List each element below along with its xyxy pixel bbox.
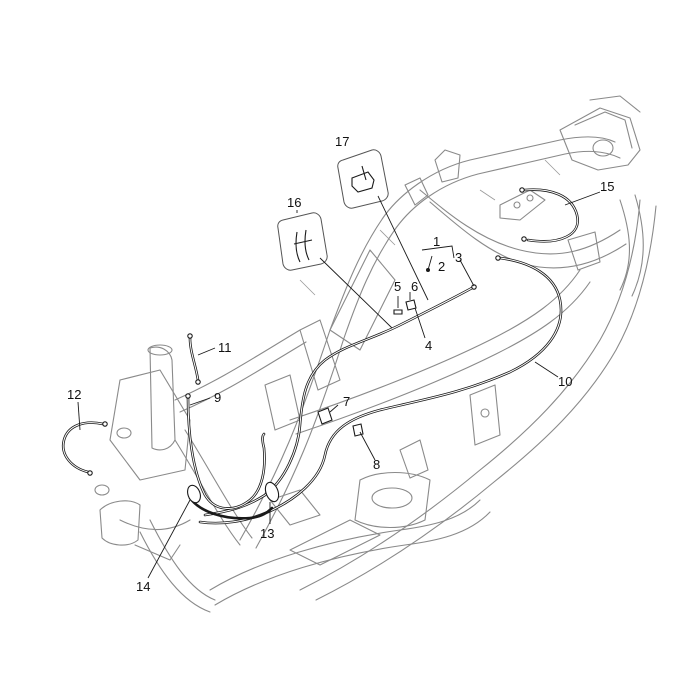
leader-lines [77,191,601,579]
cable-end-4-top [471,284,477,290]
cable-end-15-top [519,187,525,193]
part-7-clamp [317,407,333,425]
callout-12: 12 [67,387,81,402]
part-13-ring [187,484,201,504]
part-5-screw [393,309,403,315]
cable-end-15-bottom [521,236,527,242]
callout-10: 10 [558,374,572,389]
cable-end-11-bottom [195,379,201,385]
callout-6: 6 [411,279,418,294]
callout-8: 8 [373,457,380,472]
inset-17 [337,149,389,209]
callout-14: 14 [136,579,150,594]
part-16-clip-icon [293,229,313,263]
inset-16 [277,212,328,271]
callout-5: 5 [394,279,401,294]
part-6-clip [405,299,417,311]
cable-13 [188,496,274,520]
cable-4 [203,286,474,517]
cable-end-9-top [185,393,191,399]
callout-1: 1 [433,234,440,249]
callout-4: 4 [425,338,432,353]
callout-3: 3 [455,250,462,265]
callout-16: 16 [287,195,301,210]
callout-7: 7 [343,394,350,409]
part-17-bracket-icon [351,165,375,193]
callout-17: 17 [335,134,349,149]
cable-assemblies [61,188,579,525]
callout-2: 2 [438,259,445,274]
cable-end-12-top [102,421,108,427]
scooter-frame [94,95,657,613]
cable-end-12-bottom [87,470,93,476]
callout-labels: 1 2 3 4 5 6 7 8 9 10 11 12 13 14 15 16 1… [67,134,614,594]
cable-end-10-top [495,255,501,261]
callout-15: 15 [600,179,614,194]
callout-13: 13 [260,526,274,541]
callout-11: 11 [218,340,232,355]
part-13-sleeve [264,481,280,503]
cable-10 [198,256,563,525]
callout-9: 9 [214,390,221,405]
cable-end-11-top [187,333,193,339]
small-parts [87,187,527,504]
